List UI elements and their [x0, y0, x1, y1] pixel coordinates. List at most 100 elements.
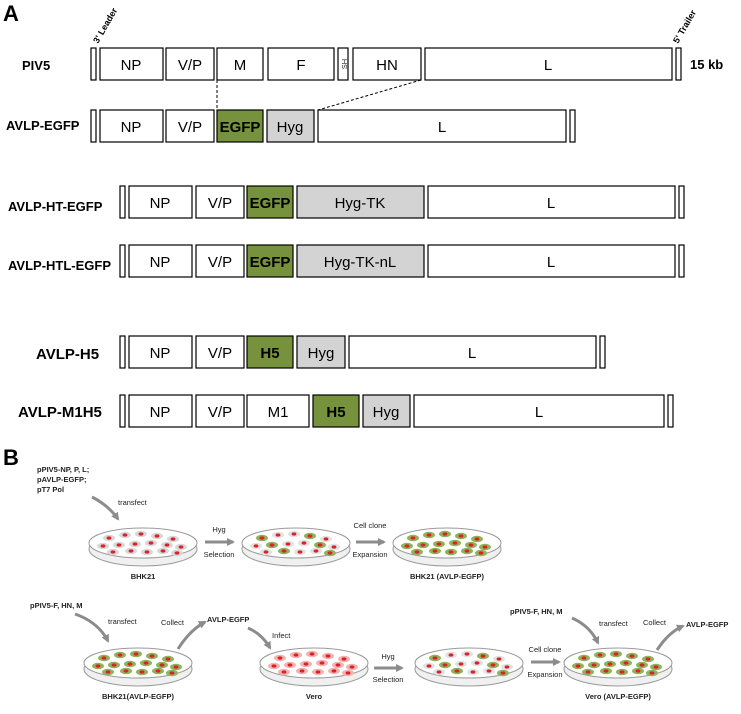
genome-piv5: PIV5 NP V/P M F SH HN L 15 kb: [22, 47, 723, 81]
cell-nucleus: [132, 542, 138, 546]
cell-nucleus: [464, 549, 470, 553]
cell-nucleus: [486, 669, 492, 673]
cell-nucleus: [478, 551, 484, 555]
cell-nucleus: [165, 657, 171, 661]
cell-nucleus: [128, 549, 134, 553]
gene-hyg: [266, 109, 315, 143]
cell-nucleus: [464, 652, 470, 656]
cell-nucleus: [139, 670, 145, 674]
svg-text:L: L: [438, 119, 446, 136]
svg-text:NP: NP: [121, 57, 142, 74]
svg-text:Expansion: Expansion: [352, 550, 387, 559]
cell-nucleus: [110, 550, 116, 554]
dish-label-bhk21: BHK21: [131, 572, 156, 581]
leader-label: 3' Leader: [91, 6, 119, 45]
svg-text:Cell clone: Cell clone: [354, 521, 387, 530]
cell-nucleus: [271, 664, 277, 668]
svg-text:H5: H5: [260, 345, 279, 362]
product-label-2: AVLP-EGFP: [686, 620, 728, 629]
cell-nucleus: [319, 661, 325, 665]
cell-nucleus: [480, 654, 486, 658]
svg-text:SH: SH: [340, 59, 349, 69]
trailer-label: 5' Trailer: [671, 8, 698, 45]
svg-text:Collect: Collect: [643, 618, 667, 627]
svg-text:Hyg: Hyg: [308, 345, 335, 362]
svg-text:V/P: V/P: [178, 119, 202, 136]
cell-nucleus: [309, 652, 315, 656]
plasmid-list-line3: pT7 Pol: [37, 485, 64, 494]
collect-arrow-1: [176, 620, 207, 650]
cell-nucleus: [307, 534, 313, 538]
cell-nucleus: [432, 549, 438, 553]
svg-text:L: L: [547, 195, 555, 212]
cell-nucleus: [426, 664, 432, 668]
gene-l: [424, 47, 673, 81]
cell-nucleus: [436, 670, 442, 674]
dish-label-vero: Vero: [306, 692, 323, 701]
cell-nucleus: [293, 653, 299, 657]
cell-nucleus: [105, 670, 111, 674]
cell-nucleus: [504, 665, 510, 669]
cell-nucleus: [281, 670, 287, 674]
cell-nucleus: [414, 550, 420, 554]
cell-nucleus: [155, 669, 161, 673]
cell-nucleus: [482, 545, 488, 549]
svg-text:Collect: Collect: [161, 618, 185, 627]
panel-a-label: A: [3, 1, 19, 26]
gene-vp: [165, 47, 215, 81]
cell-nucleus: [297, 550, 303, 554]
cell-nucleus: [458, 662, 464, 666]
gene-h5: [246, 335, 294, 369]
cell-nucleus: [468, 543, 474, 547]
panel-b-label: B: [3, 445, 19, 470]
cell-nucleus: [500, 671, 506, 675]
cell-nucleus: [448, 653, 454, 657]
cell-nucleus: [285, 542, 291, 546]
cell-nucleus: [597, 653, 603, 657]
svg-text:transfect: transfect: [108, 617, 138, 626]
svg-text:transfect: transfect: [599, 619, 629, 628]
cell-nucleus: [101, 656, 107, 660]
cell-nucleus: [253, 544, 259, 548]
cell-nucleus: [442, 532, 448, 536]
row-label-avlp-ht-egfp: AVLP-HT-EGFP: [8, 199, 103, 214]
dish-label-vero-avlp-egfp: Vero (AVLP-EGFP): [585, 692, 651, 701]
cell-nucleus: [160, 549, 166, 553]
svg-text:Expansion: Expansion: [527, 670, 562, 679]
svg-text:Hyg: Hyg: [277, 119, 304, 136]
cell-nucleus: [275, 533, 281, 537]
svg-text:HN: HN: [376, 57, 398, 74]
svg-text:M: M: [234, 57, 247, 74]
svg-text:L: L: [468, 345, 476, 362]
cell-nucleus: [623, 661, 629, 665]
cell-nucleus: [575, 664, 581, 668]
cell-nucleus: [323, 537, 329, 541]
svg-text:Hyg: Hyg: [373, 404, 400, 421]
cell-nucleus: [325, 654, 331, 658]
cell-nucleus: [474, 537, 480, 541]
cell-nucleus: [148, 541, 154, 545]
svg-text:L: L: [544, 57, 552, 74]
svg-text:NP: NP: [150, 404, 171, 421]
svg-text:H5: H5: [326, 404, 345, 421]
cell-nucleus: [269, 543, 275, 547]
cell-nucleus: [138, 532, 144, 536]
cell-nucleus: [458, 534, 464, 538]
svg-text:L: L: [547, 254, 555, 271]
svg-text:V/P: V/P: [208, 404, 232, 421]
genome-size-label: 15 kb: [690, 57, 723, 72]
gene-egfp: [216, 109, 264, 143]
cell-nucleus: [331, 669, 337, 673]
cell-nucleus: [259, 536, 265, 540]
cells-selection-top: [250, 530, 340, 557]
plasmid-list-line2: pAVLP-EGFP;: [37, 475, 86, 484]
cell-nucleus: [607, 662, 613, 666]
cells-bhk21-avlp-egfp: [401, 530, 491, 557]
cell-nucleus: [299, 669, 305, 673]
transfect-arrow-bottom-1: [74, 612, 110, 643]
svg-text:Cell clone: Cell clone: [529, 645, 562, 654]
cell-nucleus: [149, 654, 155, 658]
cell-nucleus: [154, 534, 160, 538]
cell-nucleus: [490, 663, 496, 667]
cells-selection-bottom: [423, 650, 513, 677]
